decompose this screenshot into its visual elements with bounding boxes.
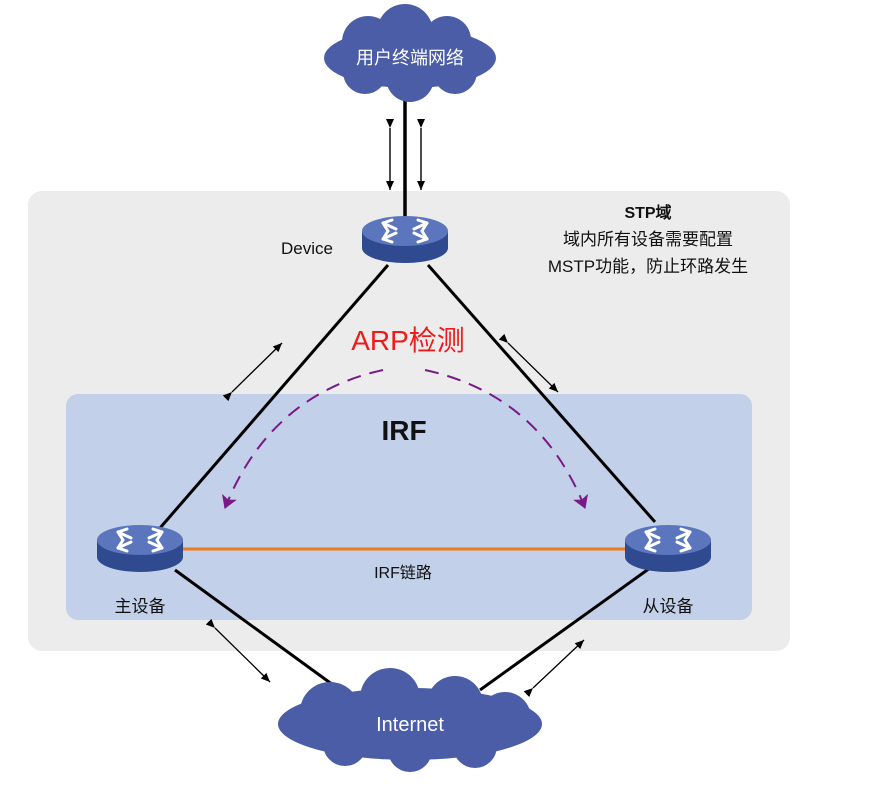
- irf-title: IRF: [381, 415, 426, 446]
- top-cloud-label: 用户终端网络: [356, 48, 464, 68]
- internet-cloud: Internet: [278, 668, 542, 772]
- internet-cloud-label: Internet: [376, 714, 444, 736]
- master-label: 主设备: [115, 597, 166, 616]
- slave-label: 从设备: [643, 597, 694, 616]
- device-slave-link: [426, 264, 657, 523]
- stp-desc-line1: 域内所有设备需要配置: [563, 230, 733, 249]
- link-traffic-arrows: [205, 333, 585, 698]
- stp-title: STP域: [624, 203, 671, 222]
- stp-desc-line2: MSTP功能，防止环路发生: [548, 257, 748, 276]
- device-switch-icon: [360, 214, 450, 265]
- irf-region: [66, 394, 752, 620]
- irf-link-label: IRF链路: [374, 564, 432, 582]
- arp-detection-arrows: [222, 369, 588, 509]
- top-updown-arrows: [386, 119, 425, 190]
- arp-detection-label: ARP检测: [351, 325, 465, 356]
- slave-internet-link: [479, 566, 651, 692]
- top-cloud: 用户终端网络: [324, 4, 496, 102]
- slave-switch-icon: [623, 523, 713, 574]
- master-switch-icon: [95, 523, 185, 574]
- device-label: Device: [281, 239, 333, 258]
